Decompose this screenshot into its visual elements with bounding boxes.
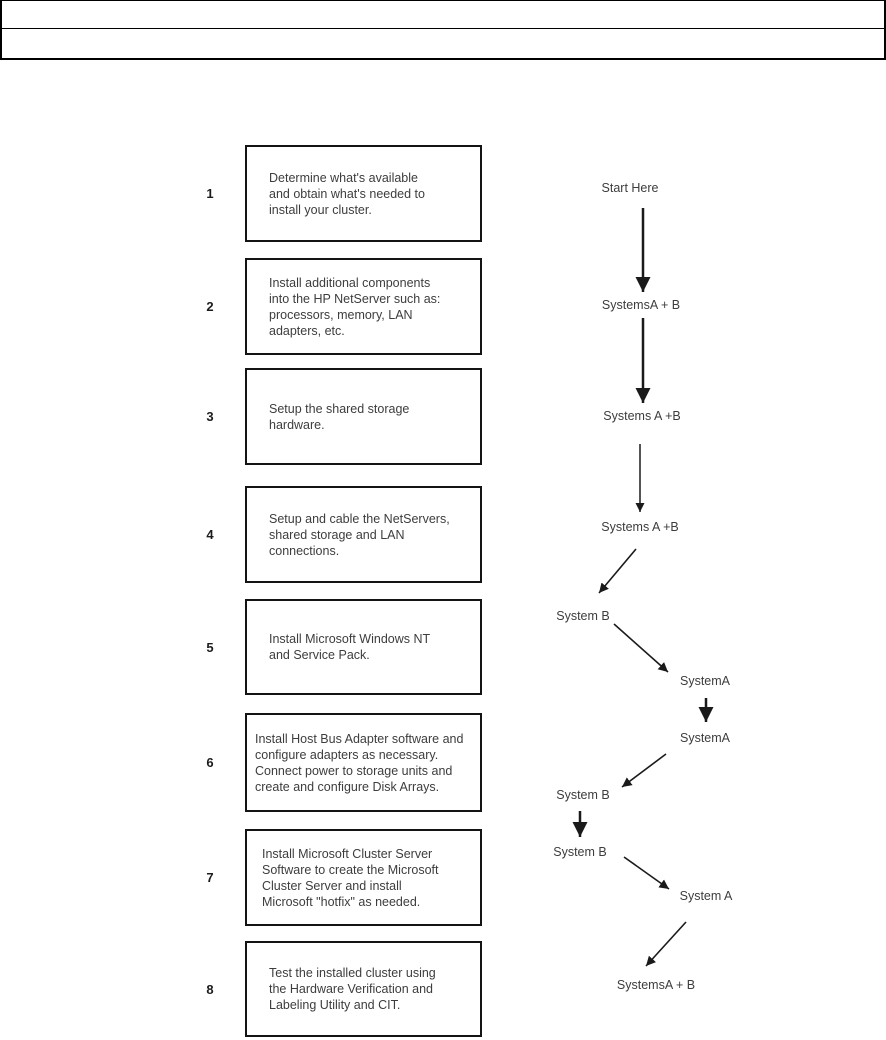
arrow-system-a-to-system-b (621, 753, 667, 788)
step-box: Test the installed cluster using the Har… (245, 941, 482, 1037)
flow-label-systems-ab-2: Systems A +B (603, 409, 681, 423)
flow-label-system-a-2: SystemA (679, 731, 731, 745)
flow-step-4: 4 Setup and cable the NetServers, shared… (195, 486, 482, 583)
flow-step-8: 8 Test the installed cluster using the H… (195, 941, 482, 1037)
step-text: Test the installed cluster using the Har… (269, 966, 436, 1012)
step-number: 1 (206, 186, 214, 201)
step-text: Setup and cable the NetServers, shared s… (269, 511, 450, 558)
step-box: Determine what's available and obtain wh… (245, 145, 482, 242)
flow-label-system-a-3: System A (679, 889, 733, 903)
step-number: 5 (206, 639, 214, 655)
header-table-row-divider (2, 28, 884, 29)
step-box: Install Host Bus Adapter software and co… (245, 713, 482, 812)
step-text: Determine what's available and obtain wh… (269, 170, 425, 217)
step-number: 3 (206, 409, 214, 424)
step-number: 7 (206, 870, 214, 885)
step-text: Install Host Bus Adapter software and co… (255, 731, 464, 794)
step-box: Install Microsoft Cluster Server Softwar… (245, 829, 482, 926)
arrow-system-b-to-system-a (613, 623, 669, 673)
arrow-systems-ab-to-system-b (598, 548, 637, 594)
flow-step-1: 1 Determine what's available and obtain … (195, 145, 482, 242)
flow-label-system-b-1: System B (556, 609, 610, 623)
flow-step-2: 2 Install additional components into the… (195, 258, 482, 355)
step-number: 4 (206, 527, 214, 542)
flow-label-systems-ab-3: Systems A +B (601, 520, 679, 534)
step-box: Install Microsoft Windows NT and Service… (245, 599, 482, 695)
header-table (0, 0, 886, 60)
step-box: Setup and cable the NetServers, shared s… (245, 486, 482, 583)
flow-label-system-b-2: System B (556, 788, 610, 802)
flow-step-6: 6 Install Host Bus Adapter software and … (195, 713, 482, 812)
flow-step-5: 5 Install Microsoft Windows NT and Servi… (195, 599, 482, 695)
arrow-system-b-to-system-a-2 (623, 856, 670, 890)
step-box: Setup the shared storage hardware. (245, 368, 482, 465)
step-box: Install additional components into the H… (245, 258, 482, 355)
step-text: Install Microsoft Windows NT and Service… (269, 632, 431, 662)
step-text: Install additional components into the H… (269, 275, 441, 338)
step-number: 8 (206, 981, 214, 997)
flow-label-systems-ab-1: SystemsA + B (601, 298, 681, 312)
step-text: Install Microsoft Cluster Server Softwar… (262, 846, 439, 909)
flow-step-3: 3 Setup the shared storage hardware. (195, 368, 482, 465)
flow-label-start-here: Start Here (601, 181, 659, 195)
flow-step-7: 7 Install Microsoft Cluster Server Softw… (195, 829, 482, 926)
step-text: Setup the shared storage hardware. (269, 401, 410, 432)
flow-label-system-a-1: SystemA (679, 674, 731, 688)
flow-label-system-b-3: System B (553, 845, 607, 859)
flow-label-systems-ab-4: SystemsA + B (616, 978, 696, 992)
step-number: 2 (206, 299, 214, 314)
arrow-system-a-to-systems-ab (645, 921, 687, 967)
step-number: 6 (206, 755, 214, 770)
